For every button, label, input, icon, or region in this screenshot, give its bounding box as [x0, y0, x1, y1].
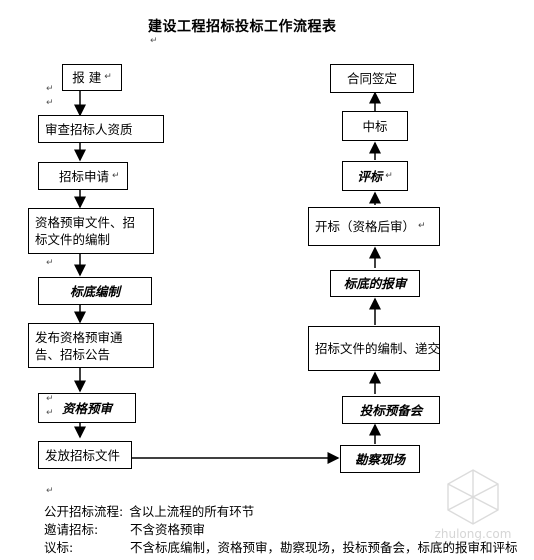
step-award: 中标	[342, 111, 408, 141]
step-base-price-review: 标底的报审	[330, 270, 420, 297]
step-tender-application: 招标申请↵	[38, 162, 128, 190]
step-evaluation: 评标↵	[342, 161, 408, 191]
step-site-survey: 勘察现场	[340, 445, 420, 473]
step-prequalification: 资格预审	[38, 393, 136, 423]
step-contract: 合同签定	[330, 64, 414, 93]
step-report: 报 建↵	[62, 64, 122, 91]
step-bid-docs-submit: 招标文件的编制、递交	[308, 326, 440, 371]
note-open: 公开招标流程: 含以上流程的所有环节	[44, 504, 255, 519]
para-mark: ↵	[46, 84, 54, 94]
para-mark: ↵	[46, 394, 54, 404]
para-mark: ↵	[46, 98, 54, 108]
para-mark: ↵	[46, 486, 54, 496]
para-mark: ↵	[150, 36, 158, 46]
step-opening: 开标（资格后审）↵	[308, 207, 440, 246]
note-negotiate: 议标: 不含标底编制，资格预审，勘察现场，投标预备会，标底的报审和评标	[44, 540, 518, 555]
para-mark: ↵	[46, 258, 54, 268]
step-prequal-docs: 资格预审文件、招标文件的编制	[28, 208, 154, 254]
para-mark: ↵	[46, 408, 54, 418]
page-title: 建设工程招标投标工作流程表	[148, 19, 337, 35]
step-review-qualification: 审查招标人资质	[38, 115, 164, 143]
step-base-price: 标底编制	[38, 277, 152, 305]
step-prebid-meeting: 投标预备会	[342, 396, 440, 424]
step-publish-notice: 发布资格预审通告、招标公告	[28, 323, 154, 368]
note-invite: 邀请招标: 不含资格预审	[44, 522, 206, 537]
step-issue-docs: 发放招标文件	[38, 441, 132, 469]
watermark-logo-icon: zhulong.com	[435, 469, 512, 541]
notes: 公开招标流程: 含以上流程的所有环节 邀请招标: 不含资格预审 议标: 不含标底…	[44, 503, 518, 557]
watermark-text: zhulong.com	[435, 527, 512, 541]
